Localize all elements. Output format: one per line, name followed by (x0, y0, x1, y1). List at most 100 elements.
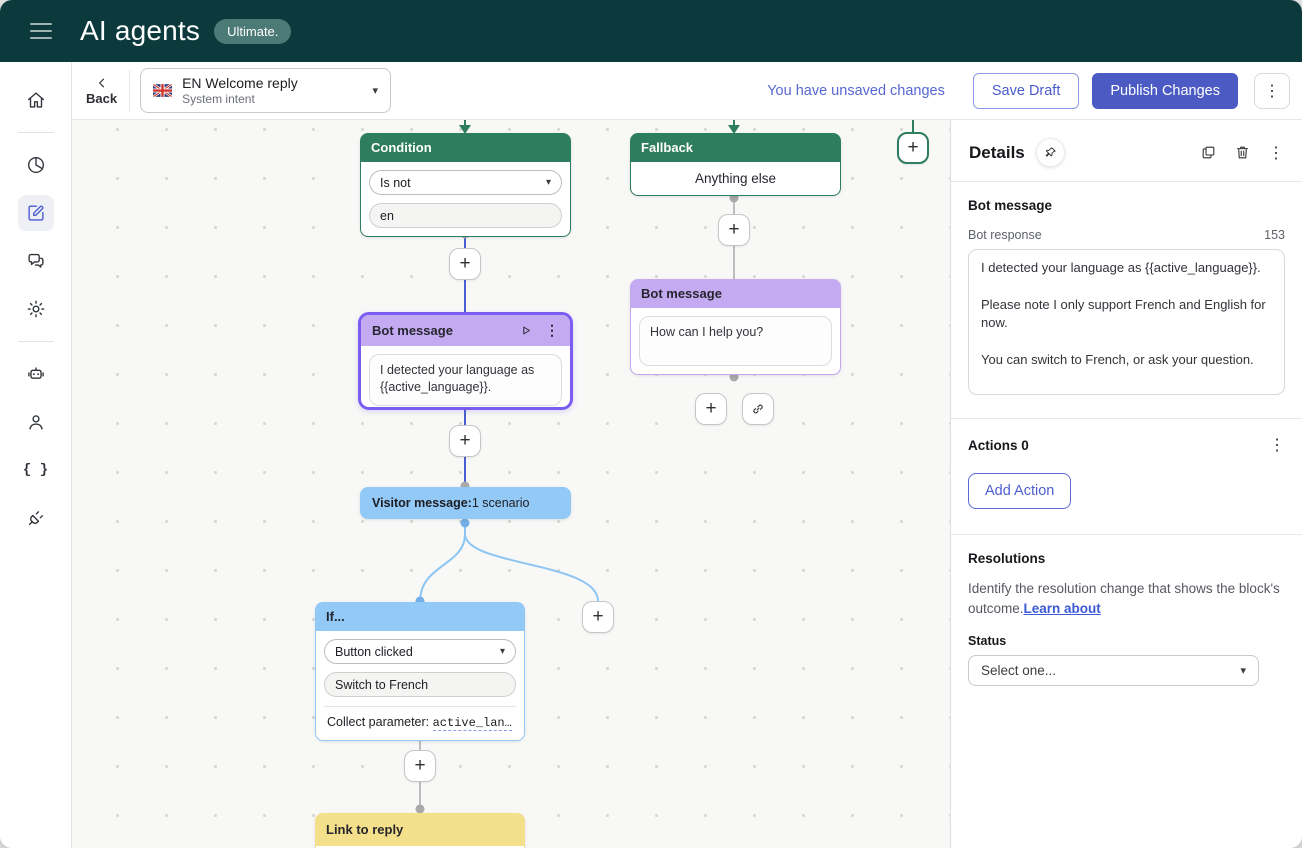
braces-icon: { } (22, 462, 49, 478)
copy-icon[interactable] (1200, 144, 1217, 161)
sidebar-item-users[interactable] (18, 404, 54, 440)
condition-value-input[interactable]: en (369, 203, 562, 228)
kebab-icon[interactable]: ⋮ (545, 322, 559, 338)
if-value-input[interactable]: Switch to French (324, 672, 516, 697)
kebab-icon: ⋮ (1264, 82, 1280, 100)
link-block-button[interactable] (742, 393, 774, 425)
plus-icon: + (459, 253, 471, 274)
intent-selector[interactable]: EN Welcome reply System intent ▾ (140, 68, 392, 113)
if-node-title: If... (315, 602, 525, 631)
edit-icon (27, 205, 44, 221)
sidebar-item-home[interactable] (18, 82, 54, 118)
bot-message-node-title: Bot message (630, 279, 841, 308)
details-title: Details (969, 142, 1025, 162)
visitor-message-node[interactable]: Visitor message:1 scenario (360, 487, 571, 519)
intent-subtitle: System intent (182, 92, 255, 106)
sidebar-item-settings[interactable] (18, 291, 54, 327)
add-block-button[interactable]: + (718, 214, 750, 246)
toolbar-kebab-button[interactable]: ⋮ (1254, 72, 1290, 109)
details-panel: Details ⋮ Bot message Bot response 153 I… (950, 120, 1302, 848)
resolutions-title: Resolutions (968, 551, 1046, 566)
caret-down-icon: ▾ (499, 646, 505, 657)
app-title: AI agents (80, 15, 201, 46)
sidebar-item-dialogue-builder[interactable] (17, 195, 54, 231)
publish-changes-button[interactable]: Publish Changes (1092, 72, 1238, 109)
sidebar-item-analytics[interactable] (18, 147, 54, 183)
bot-response-label: Bot response (968, 228, 1042, 242)
sidebar-divider (17, 341, 54, 342)
link-to-reply-node[interactable]: Link to reply (315, 813, 525, 848)
back-button[interactable]: Back (86, 76, 117, 106)
add-block-button[interactable]: + (404, 750, 436, 782)
pin-icon (1045, 147, 1056, 157)
sidebar-divider (17, 132, 54, 133)
add-block-button[interactable]: + (695, 393, 727, 425)
add-block-button[interactable]: + (449, 248, 481, 280)
collect-parameter-value[interactable]: active_lan… (432, 716, 512, 731)
unsaved-changes-text: You have unsaved changes (767, 82, 945, 99)
sidebar-item-conversations[interactable] (18, 243, 54, 279)
pie-chart-icon (27, 156, 44, 174)
resolutions-description: Identify the resolution change that show… (968, 581, 1280, 617)
condition-operator-select[interactable]: Is not ▾ (369, 170, 562, 195)
fallback-node[interactable]: Fallback Anything else (630, 133, 841, 196)
sidebar: { } (0, 62, 72, 848)
robot-icon (27, 367, 44, 379)
divider (951, 181, 1302, 182)
status-label: Status (968, 633, 1007, 648)
plus-icon: + (414, 755, 426, 776)
sidebar-item-integrations[interactable] (18, 500, 54, 536)
add-branch-button[interactable]: + (897, 132, 929, 164)
pin-button[interactable] (1035, 138, 1065, 167)
bot-message-node-title: Bot message (372, 323, 453, 338)
add-scenario-button[interactable]: + (582, 601, 614, 633)
person-icon (28, 415, 43, 430)
condition-node-title: Condition (360, 133, 571, 162)
save-draft-button[interactable]: Save Draft (972, 72, 1080, 109)
if-condition-node[interactable]: If... Button clicked ▾ Switch to French … (315, 602, 525, 741)
chevron-left-icon (98, 78, 104, 87)
char-count: 153 (1264, 228, 1285, 242)
bot-message-preview: I detected your language as {{active_lan… (369, 354, 562, 406)
trash-icon[interactable] (1234, 144, 1251, 161)
plug-icon (28, 511, 43, 526)
back-label: Back (86, 90, 118, 106)
sidebar-item-parameters[interactable]: { } (18, 452, 54, 488)
collect-parameter-label: Collect parameter: (327, 715, 433, 729)
flow-canvas[interactable]: Condition Is not ▾ en + Fallback Anythin… (72, 120, 950, 848)
gear-icon (27, 300, 44, 318)
kebab-icon[interactable]: ⋮ (1269, 437, 1285, 454)
kebab-icon[interactable]: ⋮ (1268, 144, 1284, 162)
plan-badge: Ultimate. (214, 18, 292, 44)
fallback-node-title: Fallback (630, 133, 841, 162)
divider (951, 534, 1302, 535)
home-icon (27, 92, 44, 108)
intent-title: EN Welcome reply (182, 75, 298, 91)
plus-icon: + (907, 137, 919, 158)
if-operator-select[interactable]: Button clicked ▾ (324, 639, 516, 664)
toolbar-divider (129, 69, 131, 112)
plus-icon: + (459, 430, 471, 451)
status-select[interactable]: Select one... ▾ (968, 654, 1259, 686)
caret-down-icon: ▾ (545, 177, 551, 188)
app-header: AI agents Ultimate. (0, 0, 1302, 62)
chat-bubbles-icon (27, 253, 44, 268)
caret-down-icon: ▾ (372, 85, 379, 97)
learn-about-link[interactable]: Learn about (1023, 601, 1101, 617)
editor-toolbar: Back EN Welcome reply System intent ▾ Yo… (72, 62, 1302, 120)
add-action-button[interactable]: Add Action (968, 473, 1072, 509)
bot-message-node-selected[interactable]: Bot message ⋮ I detected your language a… (358, 312, 573, 410)
uk-flag-icon (153, 84, 173, 97)
add-block-button[interactable]: + (449, 425, 481, 457)
plus-icon: + (592, 606, 604, 627)
bot-message-preview: How can I help you? (639, 316, 832, 366)
sidebar-item-bot[interactable] (18, 356, 54, 392)
condition-node[interactable]: Condition Is not ▾ en (360, 133, 571, 237)
bot-response-textarea[interactable]: I detected your language as {{active_lan… (968, 249, 1285, 395)
play-icon[interactable] (518, 323, 533, 338)
divider (951, 418, 1302, 419)
bot-message-node[interactable]: Bot message How can I help you? (630, 279, 841, 375)
plus-icon: + (705, 398, 717, 419)
hamburger-menu-icon[interactable] (30, 23, 52, 39)
